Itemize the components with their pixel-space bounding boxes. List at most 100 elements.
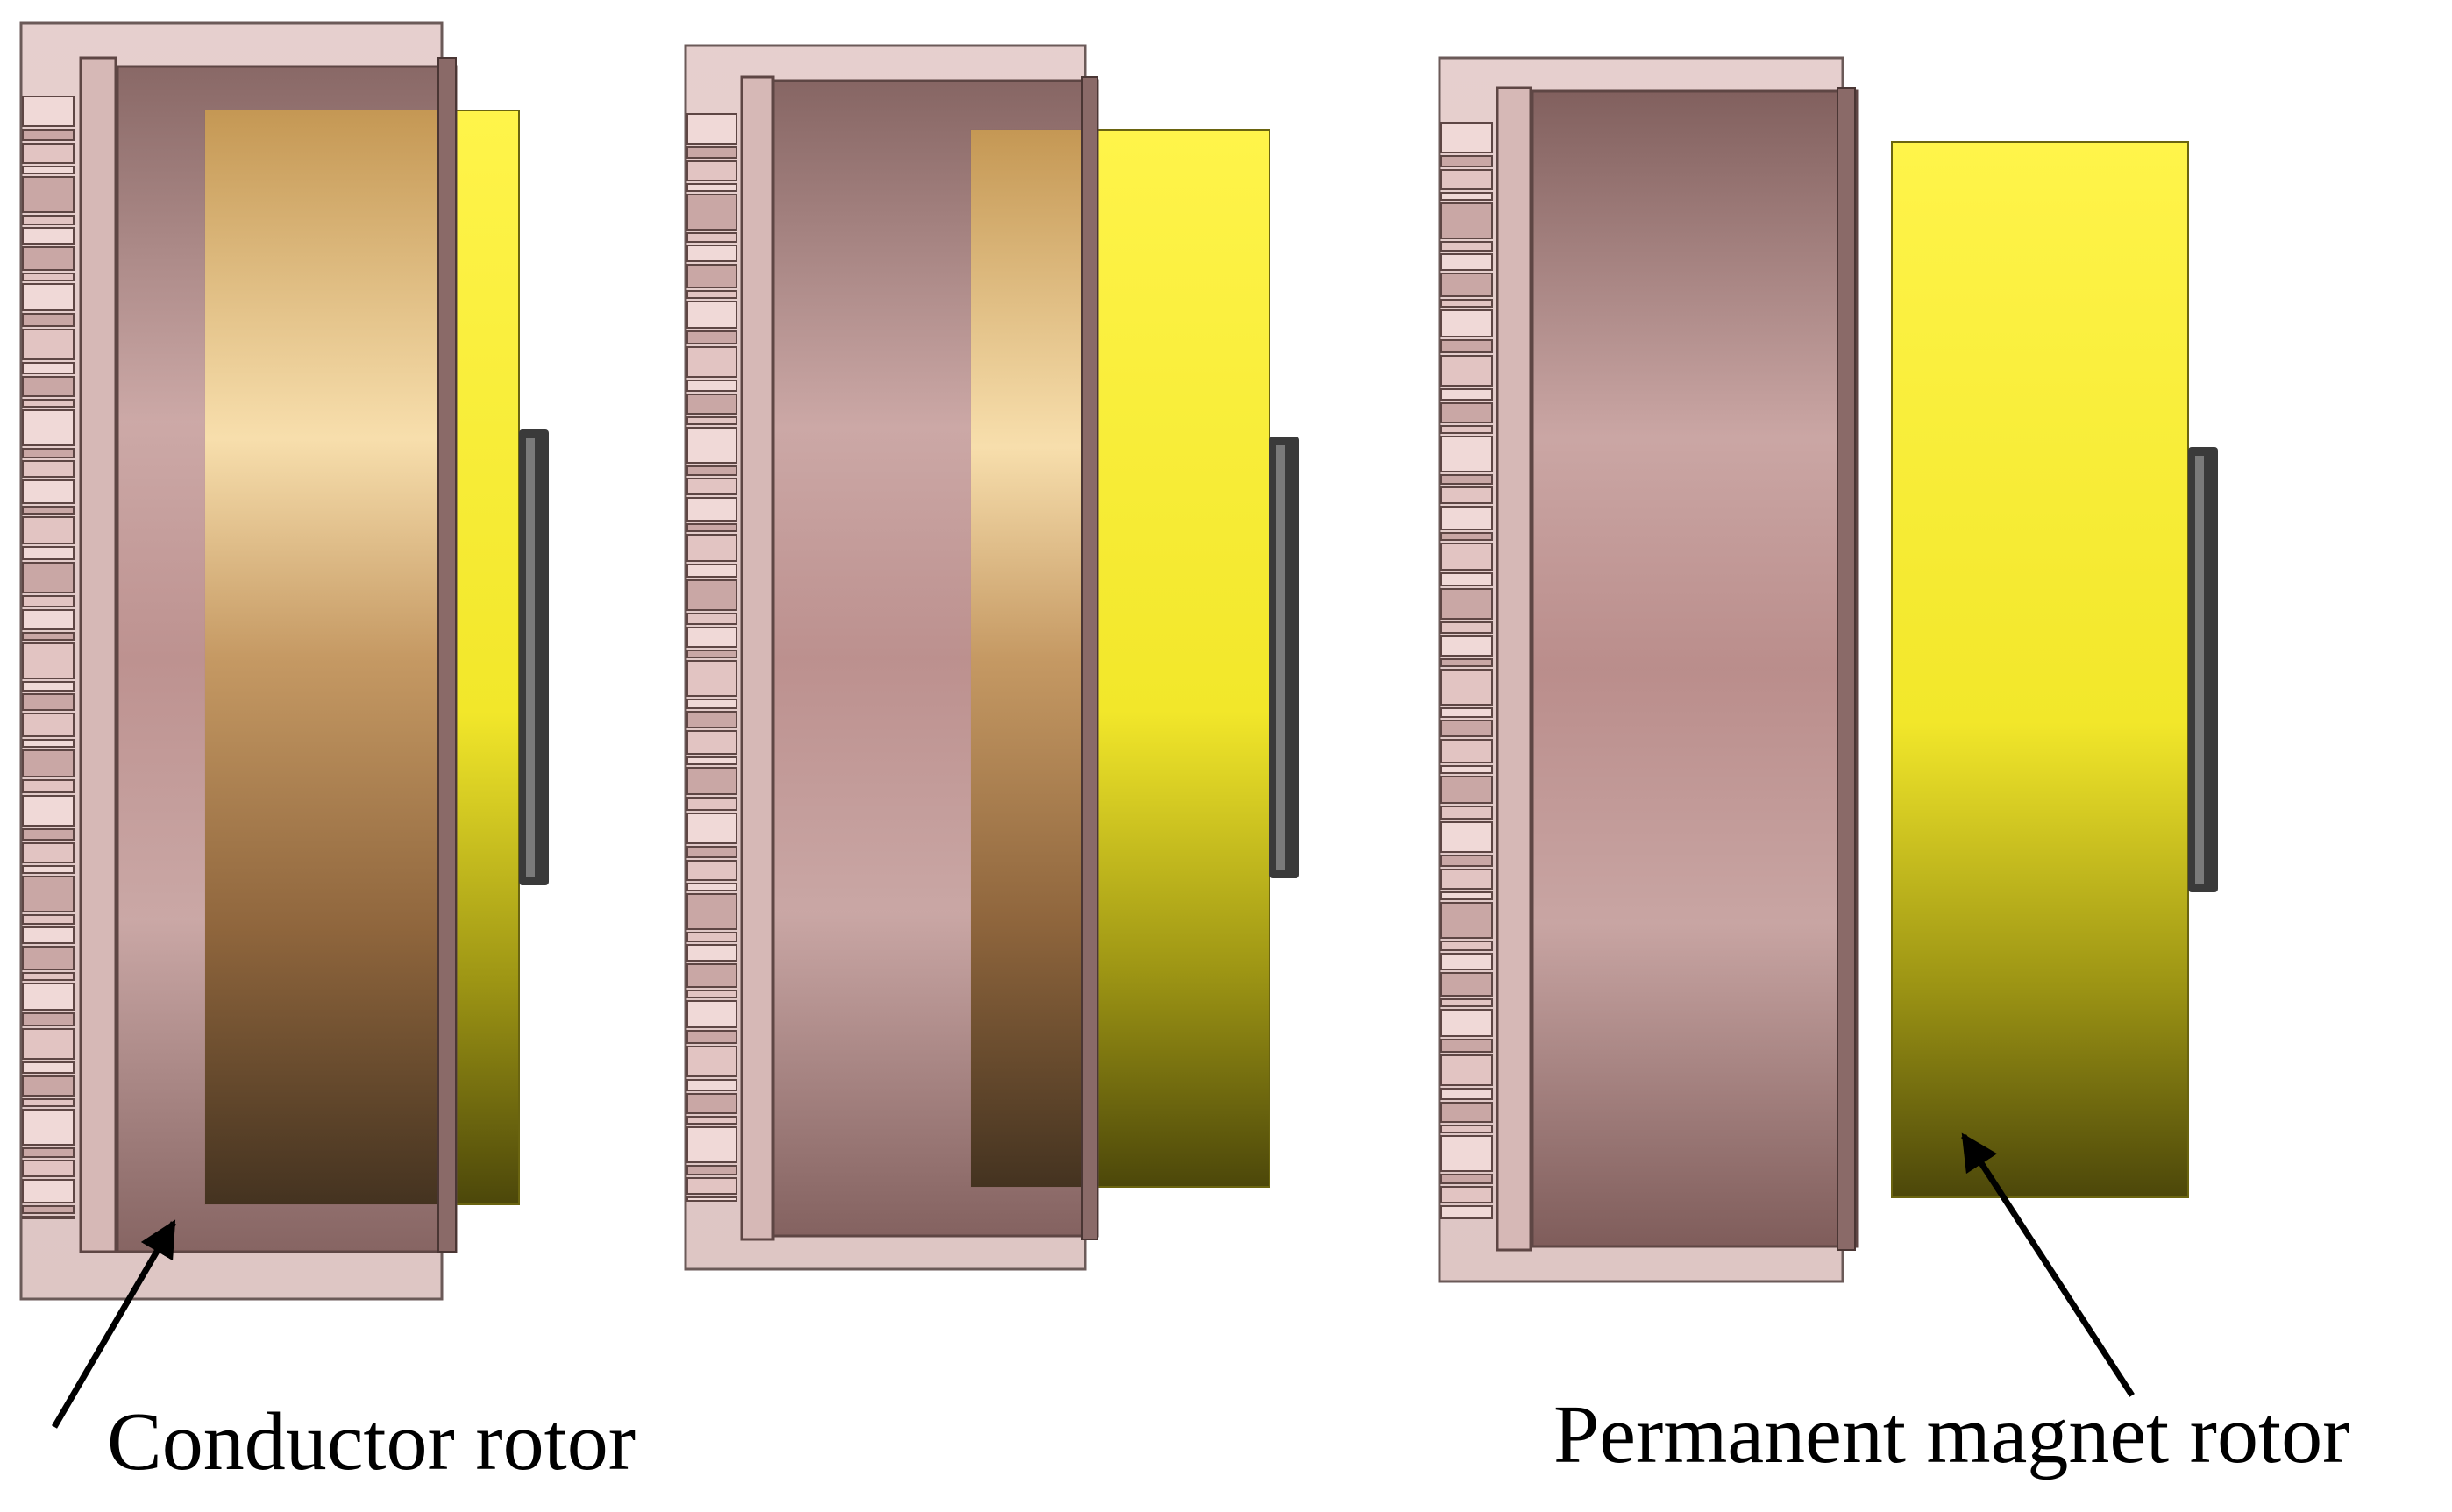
fin-band: [1440, 806, 1493, 820]
fin-band: [22, 1216, 75, 1219]
fin-band: [22, 376, 75, 397]
cooling-fins: [686, 113, 737, 1202]
fin-band: [686, 1126, 737, 1163]
fin-band: [1440, 309, 1493, 337]
fin-band: [686, 813, 737, 844]
fin-band: [22, 795, 75, 827]
fin-band: [1440, 869, 1493, 890]
fin-band: [22, 215, 75, 225]
fin-band: [1440, 339, 1493, 353]
fin-band: [22, 749, 75, 777]
fin-band: [1440, 355, 1493, 387]
fin-band: [22, 632, 75, 641]
fin-band: [686, 1079, 737, 1091]
overlap-zone: [971, 130, 1085, 1187]
fin-band: [1440, 941, 1493, 951]
fin-band: [686, 1196, 737, 1202]
fin-band: [1440, 902, 1493, 939]
fin-band: [686, 1000, 737, 1028]
fin-band: [686, 264, 737, 288]
fin-band: [22, 329, 75, 360]
fin-band: [1440, 720, 1493, 737]
fin-band: [1440, 739, 1493, 763]
fin-band: [22, 1028, 75, 1060]
fin-band: [1440, 821, 1493, 853]
assembly-separated: [1438, 56, 2218, 1283]
fin-band: [1440, 855, 1493, 867]
fin-band: [22, 972, 75, 981]
fin-band: [22, 642, 75, 679]
fin-band: [686, 893, 737, 930]
fin-band: [686, 380, 737, 392]
fin-band: [686, 183, 737, 192]
fin-band: [22, 176, 75, 213]
fin-band: [686, 465, 737, 476]
cooling-fins: [1440, 122, 1493, 1219]
fin-band: [1440, 436, 1493, 472]
fin-band: [1440, 1186, 1493, 1203]
fin-band: [1440, 669, 1493, 706]
fin-band: [1440, 1102, 1493, 1123]
fin-band: [22, 983, 75, 1011]
fin-band: [1440, 972, 1493, 997]
fin-band: [686, 301, 737, 329]
fin-band: [22, 1061, 75, 1074]
fin-band: [22, 246, 75, 271]
conductor-drum: [1531, 89, 1859, 1248]
fin-band: [686, 497, 737, 522]
fin-band: [686, 290, 737, 299]
fin-band: [22, 693, 75, 711]
fin-band: [22, 448, 75, 458]
fin-band: [22, 926, 75, 944]
fin-band: [1440, 388, 1493, 401]
fin-band: [686, 394, 737, 415]
fin-band: [22, 1179, 75, 1203]
fin-band: [22, 946, 75, 970]
fin-band: [22, 96, 75, 127]
fin-band: [22, 409, 75, 446]
fin-band: [22, 399, 75, 408]
fin-band: [22, 516, 75, 544]
fin-band: [686, 160, 737, 181]
fin-band: [686, 478, 737, 495]
fin-band: [22, 227, 75, 245]
fin-band: [686, 797, 737, 811]
fin-band: [686, 427, 737, 464]
fin-band: [22, 842, 75, 863]
fin-band: [1440, 273, 1493, 297]
fin-band: [1440, 1039, 1493, 1053]
conductor-rotor: [19, 21, 458, 1301]
fin-band: [1440, 1009, 1493, 1037]
fin-band: [686, 944, 737, 962]
fin-band: [22, 460, 75, 478]
fin-band: [686, 523, 737, 532]
fin-band: [22, 876, 75, 912]
fin-band: [22, 779, 75, 793]
fin-band: [686, 232, 737, 243]
fin-band: [686, 245, 737, 262]
fin-band: [686, 730, 737, 755]
end-plate: [1496, 86, 1532, 1252]
fin-band: [686, 194, 737, 231]
fin-band: [686, 660, 737, 697]
fin-band: [686, 1046, 737, 1077]
assembly-partial-overlap: [684, 44, 1299, 1271]
fin-band: [686, 1165, 737, 1175]
fin-band: [1440, 202, 1493, 239]
fin-band: [1440, 155, 1493, 167]
fin-band: [686, 564, 737, 578]
fin-band: [1440, 253, 1493, 271]
fin-band: [1440, 635, 1493, 657]
permanent-magnet-rotor-label: Permanent magnet rotor: [1553, 1389, 2350, 1480]
fin-band: [1440, 1135, 1493, 1172]
fin-band: [686, 613, 737, 625]
fin-band: [1440, 543, 1493, 571]
fin-band: [22, 562, 75, 593]
fin-band: [22, 283, 75, 311]
fin-band: [1440, 621, 1493, 634]
fin-band: [22, 1012, 75, 1026]
fin-band: [1440, 776, 1493, 804]
fin-band: [1440, 474, 1493, 485]
fin-band: [1440, 1205, 1493, 1219]
fin-band: [1440, 1174, 1493, 1184]
